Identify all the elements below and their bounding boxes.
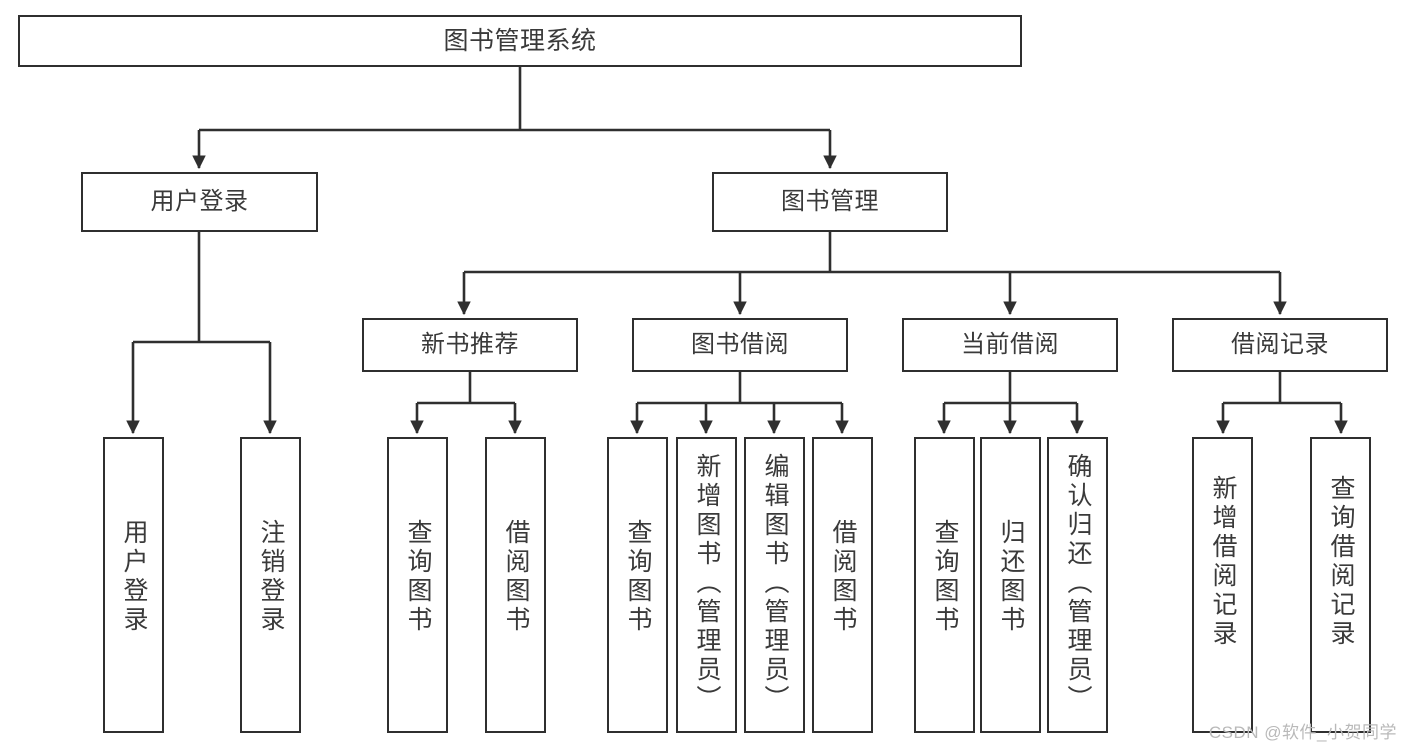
- node-leaf-user-login[interactable]: 用户登录: [103, 437, 164, 733]
- node-leaf-query-book-1-label: 查询图书: [404, 519, 432, 635]
- node-leaf-borrow-book-1-label: 借阅图书: [502, 519, 530, 635]
- node-user-login-label: 用户登录: [150, 187, 249, 215]
- node-new-book-recommend[interactable]: 新书推荐: [362, 318, 578, 372]
- node-leaf-return-book-label: 归还图书: [997, 519, 1025, 635]
- node-leaf-add-book-label: 新增图书（管理员）: [693, 453, 721, 714]
- node-leaf-user-login-label: 用户登录: [120, 519, 148, 635]
- node-borrow-record-label: 借阅记录: [1231, 330, 1329, 358]
- node-current-borrow-label: 当前借阅: [961, 330, 1059, 358]
- node-book-borrow[interactable]: 图书借阅: [632, 318, 848, 372]
- node-root[interactable]: 图书管理系统: [18, 15, 1022, 67]
- node-leaf-add-book[interactable]: 新增图书（管理员）: [676, 437, 737, 733]
- node-root-label: 图书管理系统: [443, 27, 597, 55]
- node-book-manage[interactable]: 图书管理: [712, 172, 948, 232]
- node-leaf-confirm-return[interactable]: 确认归还（管理员）: [1047, 437, 1108, 733]
- node-new-book-recommend-label: 新书推荐: [421, 330, 519, 358]
- node-leaf-logout[interactable]: 注销登录: [240, 437, 301, 733]
- node-leaf-borrow-book-1[interactable]: 借阅图书: [485, 437, 546, 733]
- node-leaf-query-record-label: 查询借阅记录: [1327, 475, 1355, 649]
- node-leaf-edit-book[interactable]: 编辑图书（管理员）: [744, 437, 805, 733]
- node-leaf-add-record-label: 新增借阅记录: [1209, 475, 1237, 649]
- node-leaf-logout-label: 注销登录: [257, 519, 285, 635]
- node-book-manage-label: 图书管理: [781, 187, 879, 215]
- node-leaf-add-record[interactable]: 新增借阅记录: [1192, 437, 1253, 733]
- node-leaf-confirm-return-label: 确认归还（管理员）: [1064, 453, 1092, 714]
- node-leaf-query-book-3[interactable]: 查询图书: [914, 437, 975, 733]
- csdn-watermark: CSDN @软件_小贺同学: [1208, 723, 1397, 742]
- node-leaf-borrow-book-2-label: 借阅图书: [829, 519, 857, 635]
- node-book-borrow-label: 图书借阅: [691, 330, 789, 358]
- node-leaf-query-record[interactable]: 查询借阅记录: [1310, 437, 1371, 733]
- node-leaf-borrow-book-2[interactable]: 借阅图书: [812, 437, 873, 733]
- node-user-login[interactable]: 用户登录: [81, 172, 318, 232]
- node-leaf-query-book-2[interactable]: 查询图书: [607, 437, 668, 733]
- node-leaf-query-book-1[interactable]: 查询图书: [387, 437, 448, 733]
- node-leaf-return-book[interactable]: 归还图书: [980, 437, 1041, 733]
- node-leaf-query-book-3-label: 查询图书: [931, 519, 959, 635]
- node-current-borrow[interactable]: 当前借阅: [902, 318, 1118, 372]
- node-leaf-edit-book-label: 编辑图书（管理员）: [761, 453, 789, 714]
- node-leaf-query-book-2-label: 查询图书: [624, 519, 652, 635]
- node-borrow-record[interactable]: 借阅记录: [1172, 318, 1388, 372]
